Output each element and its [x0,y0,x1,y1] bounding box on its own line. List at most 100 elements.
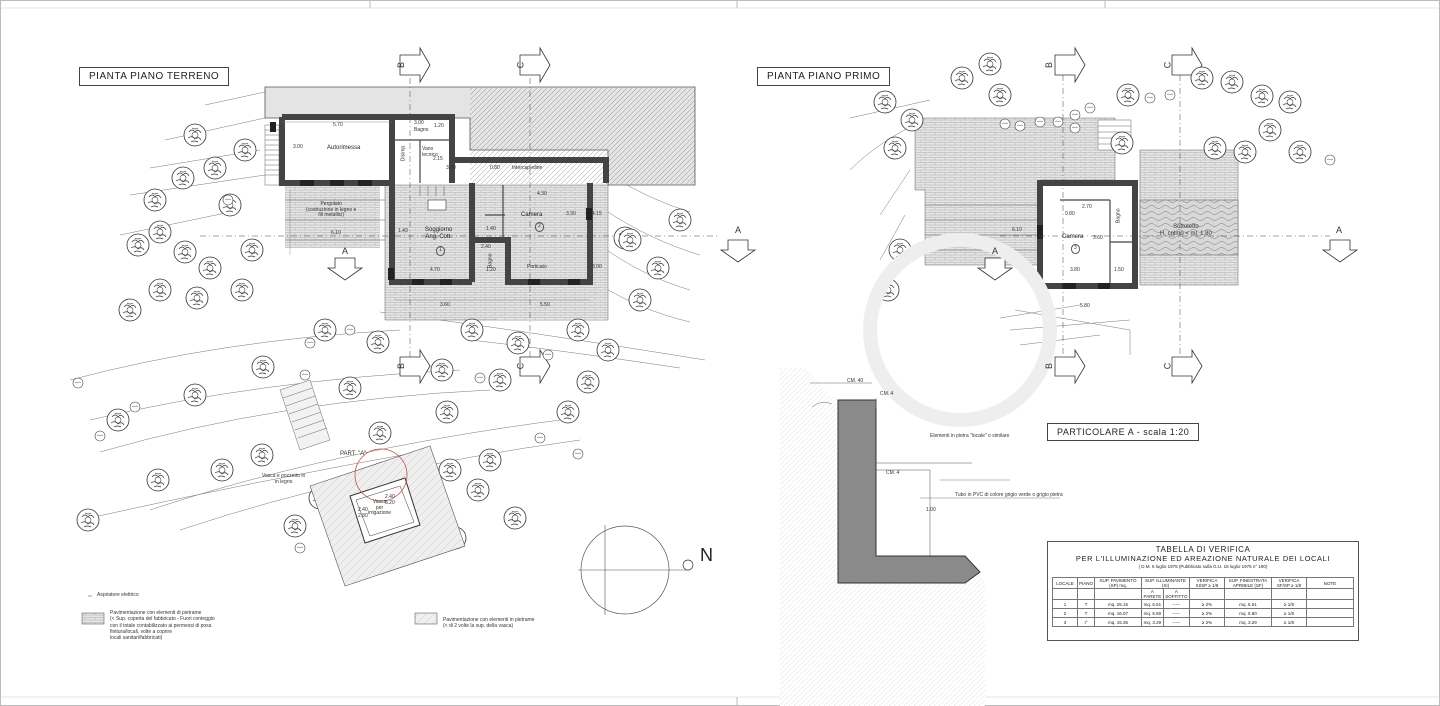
table-header: SUP. PAVIMENTO (SP) mq. [1094,577,1143,589]
legend-paving-1: Pavimentazione con elementi di pietrame … [110,610,215,641]
room-living: Soggiorno Ang. Cott. [425,227,453,240]
table-cell: mq. 25.16 [1094,599,1143,609]
dim-bedroom-w: 4.30 [537,191,547,197]
table-header: LOCALE [1052,577,1078,589]
north-label: N [700,545,713,565]
section-mark-c-bottom: C [515,362,526,370]
section-mark-c-top: C [515,61,526,69]
table-header: VERIFICA SF/SP ≥ 1/8 [1271,577,1307,589]
table-cell: ----- [1162,608,1191,618]
dim-first-3: 3.80 [1070,267,1080,273]
table-law: ( D.M. 5 luglio 1975 (Pubblicato sulla G… [1138,564,1268,569]
table-cell: mq. 15.36 [1094,617,1143,627]
dim-garage-depth: 3.00 [293,144,303,150]
dim-bath2-a: 1.40 [486,226,496,232]
dim-bath-w: 3.00 [414,120,424,126]
legend-paving-2: Pavimentazione con elementi in pietrame … [443,617,535,630]
detail-cm4-side: CM. 4 [886,470,900,476]
table-cell: ≥ 1/8 [1271,617,1307,627]
table-cell: ≥ 1/8 [1271,599,1307,609]
table-cell: 3 [1052,617,1078,627]
detail-cm40: CM. 40 [847,378,864,384]
detail-pipe-note: Tubo in PVC di colore grigio verde o gri… [955,492,1063,498]
section-mark-a-left: A [342,246,349,256]
dim-first-5: 1.50 [1114,267,1124,273]
dim-bottom-right: 5.50 [540,302,550,308]
dim-tech: 2.15 [433,156,443,162]
detail-title: PARTICOLARE A - scala 1:20 [1047,423,1200,441]
table-row: 3 I° mq. 15.36 mq. 3.29 ----- ≥ 2% mq. 3… [1052,617,1354,627]
verification-table: TABELLA DI VERIFICA PER L'ILLUMINAZIONE … [1047,541,1359,641]
table-grid: LOCALE PIANO SUP. PAVIMENTO (SP) mq. SUP… [1052,577,1354,627]
table-cell: I° [1076,617,1096,627]
section-mark-b-top: B [396,61,407,69]
room-corridor: Intercapedine [512,165,543,171]
table-cell [1306,599,1354,609]
room-living-number: 1 [436,246,445,256]
pool-sides: 2.40 2.80 [358,507,368,519]
section-mark-b-bottom-first: B [1044,362,1055,370]
section-mark-a-left-first: A [992,246,999,256]
table-header: PIANO [1076,577,1096,589]
section-mark-a-right: A [735,225,742,235]
room-bedroom-first: Camera [1062,234,1084,240]
table-subheader: A PARETE [1141,588,1164,600]
table-cell: mq. 6.51 [1141,599,1164,609]
dim-bath2-c: 1.20 [486,267,496,273]
section-mark-b-top-first: B [1044,61,1055,69]
ground-floor-title: PIANTA PIANO TERRENO [79,67,230,86]
room-bath-first: Bagno [1115,208,1122,223]
table-cell: mq. 3.29 [1224,617,1272,627]
dim-bath2-b: 2.40 [481,244,491,250]
table-subheader-row: A PARETE A SOFFITTO [1052,588,1354,600]
table-cell: mq. 5.80 [1141,608,1164,618]
table-cell: mq. 5.80 [1224,608,1272,618]
pool-label: Vasca per irrigazione [368,499,392,516]
table-cell: mq. 3.29 [1141,617,1164,627]
table-header: NOTE [1306,577,1354,589]
dim-first-2: 0.80 [1065,211,1075,217]
dim-pergola: 6.10 [331,230,341,236]
room-bedroom-first-number: 3 [1071,244,1080,254]
compass-rose-icon [581,526,669,614]
table-header-row: LOCALE PIANO SUP. PAVIMENTO (SP) mq. SUP… [1052,577,1354,589]
table-cell: mq. 6.51 [1224,599,1272,609]
detail-height: 1.00 [926,507,936,513]
table-cell: 2 [1052,608,1078,618]
room-portico: Porticato [527,264,547,270]
table-cell: T [1076,608,1096,618]
dim-first-4: 3.60 [1093,235,1103,241]
table-cell: ≥ 2% [1189,617,1225,627]
part-a-label: PART. "A" [340,451,367,457]
first-floor-title: PIANTA PIANO PRIMO [757,67,891,86]
table-cell [1306,617,1354,627]
room-bedroom-ground: Camera [521,212,543,218]
dim-garage-width: 5.70 [333,122,343,128]
table-cell: T [1076,599,1096,609]
dim-first-1: 2.70 [1082,204,1092,210]
pool-dims: 2.40 3.20 [385,494,395,506]
table-cell: 1 [1052,599,1078,609]
dim-living-w: 4.70 [430,267,440,273]
table-cell [1306,608,1354,618]
detail-stone-note: Elementi in pietra "locale" o similare [930,433,1010,439]
table-cell: ----- [1162,617,1191,627]
room-tech: Vano tecnico [422,146,438,158]
legend-aspirator: Aspiratore elettrico [97,592,139,598]
dim-living-d: 1.43 [398,228,408,234]
table-row: 1 T mq. 25.16 mq. 6.51 ----- ≥ 2% mq. 6.… [1052,599,1354,609]
section-mark-c-top-first: C [1162,61,1173,69]
room-closet: Disimp. [400,144,407,162]
table-title: TABELLA DI VERIFICA [1155,545,1251,554]
dim-right: 4.15 [592,211,602,217]
section-mark-b-bottom: B [396,362,407,370]
table-subheader: A SOFFITTO [1162,588,1191,600]
dim-tech-w: 3.50 [446,165,456,171]
room-garage: Autorimessa [327,145,361,151]
dim-first-7: 6.10 [1012,227,1022,233]
table-cell: ----- [1162,599,1191,609]
room-bedroom-number: 2 [535,222,544,232]
room-bath-ground-2: Bagno [487,253,494,268]
dim-bottom-left: 3.60 [440,302,450,308]
dim-bath-d: 1.20 [434,123,444,129]
